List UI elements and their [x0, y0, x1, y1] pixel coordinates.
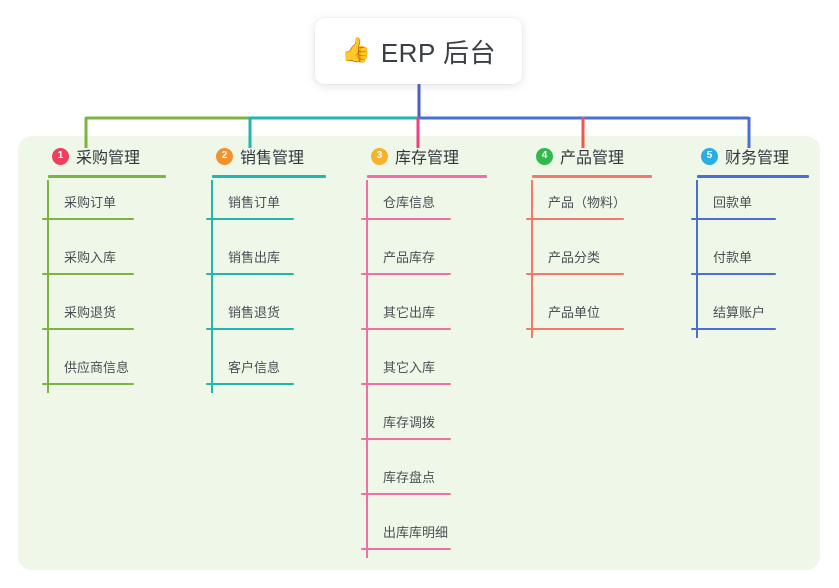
- branch-item[interactable]: 库存调拨: [349, 398, 487, 453]
- branch-item-label: 仓库信息: [383, 195, 436, 210]
- branch-item-label: 付款单: [713, 250, 753, 265]
- branch-number-badge: 5: [701, 147, 718, 165]
- branch-item-label: 产品库存: [383, 250, 436, 265]
- branch-item[interactable]: 其它出库: [349, 288, 487, 343]
- branch-column-1: 1 采购管理采购订单采购入库采购退货供应商信息: [30, 142, 166, 398]
- branch-item-underline: [691, 273, 776, 275]
- branch-item-underline: [361, 548, 451, 550]
- branch-item-label: 销售订单: [228, 195, 281, 210]
- branch-item-label: 其它出库: [383, 305, 436, 320]
- branch-item-label: 库存调拨: [383, 415, 436, 430]
- branch-item[interactable]: 产品单位: [514, 288, 652, 343]
- branch-item-underline: [361, 328, 451, 330]
- branch-item[interactable]: 客户信息: [194, 343, 326, 398]
- branch-item-underline: [526, 328, 624, 330]
- branch-item[interactable]: 仓库信息: [349, 178, 487, 233]
- branch-underline: [697, 175, 809, 178]
- branch-item-label: 采购订单: [64, 195, 117, 210]
- branch-number-badge: 1: [52, 147, 69, 165]
- branch-item-label: 销售出库: [228, 250, 281, 265]
- branch-column-2: 2 销售管理销售订单销售出库销售退货客户信息: [194, 142, 326, 398]
- branch-item[interactable]: 产品分类: [514, 233, 652, 288]
- branch-column-4: 4 产品管理产品（物料） 产品分类产品单位: [514, 142, 652, 343]
- branch-underline: [212, 175, 326, 178]
- branch-item[interactable]: 销售退货: [194, 288, 326, 343]
- branch-item-label: 回款单: [713, 195, 753, 210]
- branch-item[interactable]: 采购退货: [30, 288, 166, 343]
- branch-item[interactable]: 产品（物料）: [514, 178, 652, 233]
- branch-item-label: 采购入库: [64, 250, 117, 265]
- branch-item-label: 产品（物料）: [548, 195, 627, 210]
- branch-item-underline: [691, 328, 776, 330]
- branch-item[interactable]: 出库库明细: [349, 508, 487, 563]
- branch-item-label: 采购退货: [64, 305, 117, 320]
- branch-item-label: 其它入库: [383, 360, 436, 375]
- branch-item-label: 销售退货: [228, 305, 281, 320]
- branch-item[interactable]: 供应商信息: [30, 343, 166, 398]
- branch-item-label: 结算账户: [713, 305, 766, 320]
- branch-item[interactable]: 库存盘点: [349, 453, 487, 508]
- branch-item[interactable]: 回款单: [679, 178, 809, 233]
- branch-item-label: 产品单位: [548, 305, 601, 320]
- branch-item-underline: [361, 273, 451, 275]
- branch-item[interactable]: 采购订单: [30, 178, 166, 233]
- branch-item[interactable]: 销售订单: [194, 178, 326, 233]
- branch-underline: [367, 175, 487, 178]
- branch-title: 财务管理: [725, 150, 790, 167]
- branch-item-label: 产品分类: [548, 250, 601, 265]
- branch-item-label: 出库库明细: [383, 525, 449, 540]
- branch-item-underline: [361, 383, 451, 385]
- branch-header-4[interactable]: 4 产品管理: [514, 142, 652, 170]
- root-node-title: ERP 后台: [380, 37, 497, 68]
- branch-item-label: 客户信息: [228, 360, 281, 375]
- branch-item-underline: [526, 218, 624, 220]
- branch-title: 销售管理: [240, 150, 305, 167]
- branch-item-underline: [691, 218, 776, 220]
- branch-item-underline: [361, 493, 451, 495]
- branch-item-underline: [42, 218, 134, 220]
- branch-item-underline: [206, 218, 294, 220]
- branch-item-underline: [361, 438, 451, 440]
- branch-item[interactable]: 采购入库: [30, 233, 166, 288]
- branch-header-3[interactable]: 3 库存管理: [349, 142, 487, 170]
- branch-item-underline: [526, 273, 624, 275]
- branch-item[interactable]: 销售出库: [194, 233, 326, 288]
- branch-column-3: 3 库存管理仓库信息产品库存其它出库其它入库库存调拨库存盘点出库库明细: [349, 142, 487, 563]
- branch-number-badge: 3: [371, 147, 388, 165]
- branch-title: 采购管理: [76, 150, 141, 167]
- branch-item-underline: [361, 218, 451, 220]
- branch-item-underline: [42, 328, 134, 330]
- branch-title: 库存管理: [395, 150, 460, 167]
- branch-item[interactable]: 产品库存: [349, 233, 487, 288]
- branch-item[interactable]: 其它入库: [349, 343, 487, 398]
- thumbs-up-icon: 👍: [340, 37, 371, 64]
- branch-item-label: 供应商信息: [64, 360, 130, 375]
- branch-item[interactable]: 结算账户: [679, 288, 809, 343]
- branch-header-5[interactable]: 5 财务管理: [679, 142, 809, 170]
- branch-item-label: 库存盘点: [383, 470, 436, 485]
- branch-item-underline: [206, 383, 294, 385]
- branch-item[interactable]: 付款单: [679, 233, 809, 288]
- branch-item-underline: [42, 273, 134, 275]
- branch-header-1[interactable]: 1 采购管理: [30, 142, 166, 170]
- branch-number-badge: 2: [216, 147, 233, 165]
- branch-number-badge: 4: [536, 147, 553, 165]
- branches-panel: [18, 136, 820, 570]
- branch-underline: [532, 175, 652, 178]
- branch-item-underline: [42, 383, 134, 385]
- branch-item-underline: [206, 273, 294, 275]
- branch-header-2[interactable]: 2 销售管理: [194, 142, 326, 170]
- branch-item-underline: [206, 328, 294, 330]
- branch-title: 产品管理: [560, 150, 625, 167]
- branch-column-5: 5 财务管理回款单付款单结算账户: [679, 142, 809, 343]
- root-node[interactable]: 👍 ERP 后台: [315, 18, 522, 84]
- branch-underline: [48, 175, 166, 178]
